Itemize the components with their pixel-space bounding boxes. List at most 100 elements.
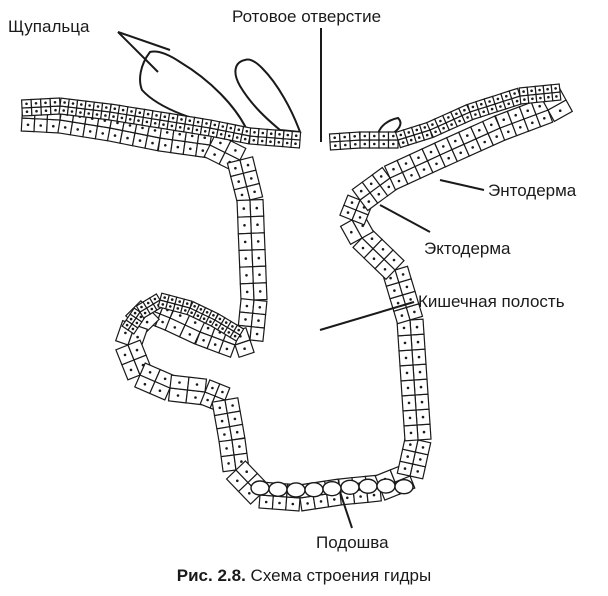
cell-nucleus bbox=[113, 107, 117, 110]
cell-nucleus bbox=[379, 175, 383, 178]
cell-nucleus bbox=[213, 343, 217, 346]
cell-nucleus bbox=[474, 113, 477, 116]
cell-nucleus bbox=[25, 110, 29, 113]
cell-nucleus bbox=[96, 105, 100, 108]
cell-nucleus bbox=[211, 131, 215, 134]
cell-nucleus bbox=[215, 323, 218, 327]
cell-nucleus bbox=[419, 458, 422, 461]
cell-nucleus bbox=[80, 103, 83, 106]
cell-nucleus bbox=[361, 224, 365, 228]
cell-nucleus bbox=[71, 102, 75, 105]
cell-nucleus bbox=[505, 94, 508, 98]
cell-nucleus bbox=[373, 142, 376, 146]
cell-nucleus bbox=[306, 502, 309, 505]
cell-nucleus bbox=[63, 101, 66, 104]
cell-nucleus bbox=[502, 118, 506, 121]
cell-nucleus bbox=[135, 348, 139, 352]
cell-nucleus bbox=[333, 136, 337, 139]
cell-nucleus bbox=[161, 320, 164, 324]
cell-nucleus bbox=[205, 311, 209, 314]
cell-nucleus bbox=[236, 479, 239, 483]
cell-nucleus bbox=[146, 112, 150, 116]
leader-endoderm bbox=[439, 179, 485, 191]
cell-nucleus bbox=[224, 321, 228, 324]
cell-nucleus bbox=[138, 111, 142, 114]
cell-nucleus bbox=[372, 493, 376, 497]
cell-nucleus bbox=[361, 246, 365, 250]
cell-nucleus bbox=[185, 302, 189, 305]
cell-nucleus bbox=[459, 151, 463, 155]
cell-nucleus bbox=[189, 147, 192, 151]
cell-nucleus bbox=[193, 321, 197, 324]
sole-cell bbox=[304, 482, 324, 498]
cell-nucleus bbox=[418, 370, 422, 374]
cell-nucleus bbox=[231, 404, 234, 407]
cell-nucleus bbox=[372, 257, 376, 261]
cell-nucleus bbox=[480, 102, 483, 106]
cell-nucleus bbox=[133, 311, 137, 315]
cell-nucleus bbox=[225, 447, 228, 450]
cell-nucleus bbox=[244, 257, 248, 260]
cell-nucleus bbox=[258, 306, 262, 309]
cell-nucleus bbox=[88, 104, 91, 107]
cell-nucleus bbox=[447, 116, 450, 119]
cell-nucleus bbox=[538, 88, 541, 92]
cell-nucleus bbox=[447, 156, 451, 160]
cell-nucleus bbox=[227, 462, 230, 465]
cell-nucleus bbox=[403, 341, 407, 345]
cell-nucleus bbox=[397, 179, 401, 183]
cell-nucleus bbox=[416, 470, 420, 473]
cell-nucleus bbox=[196, 314, 200, 318]
cell-nucleus bbox=[243, 224, 246, 227]
cell-nucleus bbox=[88, 130, 92, 133]
cell-nucleus bbox=[458, 119, 461, 123]
cell-nucleus bbox=[554, 87, 557, 90]
cell-nucleus bbox=[269, 140, 272, 143]
cell-nucleus bbox=[188, 119, 192, 122]
cell-nucleus bbox=[409, 431, 413, 435]
cell-nucleus bbox=[399, 133, 403, 137]
cell-nucleus bbox=[392, 167, 395, 171]
cell-nucleus bbox=[237, 128, 241, 131]
cell-nucleus bbox=[173, 326, 177, 329]
cell-nucleus bbox=[466, 134, 469, 137]
cell-nucleus bbox=[188, 333, 192, 336]
cell-nucleus bbox=[514, 113, 517, 117]
cell-nucleus bbox=[367, 200, 371, 203]
cell-nucleus bbox=[546, 87, 549, 91]
cell-nucleus bbox=[543, 117, 546, 120]
label-tentacles: Щупальца bbox=[8, 17, 90, 36]
cell-nucleus bbox=[404, 356, 408, 360]
cell-nucleus bbox=[269, 132, 273, 135]
cell-nucleus bbox=[233, 334, 237, 338]
cell-nucleus bbox=[145, 320, 149, 324]
cell-nucleus bbox=[392, 134, 395, 138]
cell-nucleus bbox=[178, 381, 181, 384]
cell-nucleus bbox=[264, 500, 268, 504]
cell-nucleus bbox=[522, 90, 525, 93]
cell-nucleus bbox=[206, 326, 210, 330]
cell-nucleus bbox=[258, 290, 262, 293]
cell-nucleus bbox=[171, 116, 175, 120]
cell-nucleus bbox=[153, 122, 157, 125]
cell-nucleus bbox=[161, 303, 165, 306]
cell-nucleus bbox=[221, 125, 225, 128]
cell-nucleus bbox=[531, 97, 534, 101]
leader-tentacles-a bbox=[117, 31, 171, 51]
leader-sole bbox=[339, 491, 353, 529]
cell-nucleus bbox=[248, 492, 251, 495]
label-gut-cavity: Кишечная полость bbox=[418, 292, 565, 311]
cell-nucleus bbox=[410, 174, 413, 177]
cell-nucleus bbox=[244, 318, 247, 321]
cell-nucleus bbox=[285, 141, 289, 145]
sole-cell bbox=[322, 480, 342, 497]
cell-nucleus bbox=[260, 139, 264, 143]
cell-nucleus bbox=[507, 102, 511, 106]
cell-nucleus bbox=[146, 301, 150, 305]
cell-nucleus bbox=[253, 190, 256, 194]
cell-nucleus bbox=[227, 134, 231, 138]
cell-nucleus bbox=[392, 142, 395, 146]
cell-nucleus bbox=[70, 110, 74, 113]
cell-nucleus bbox=[184, 309, 187, 312]
